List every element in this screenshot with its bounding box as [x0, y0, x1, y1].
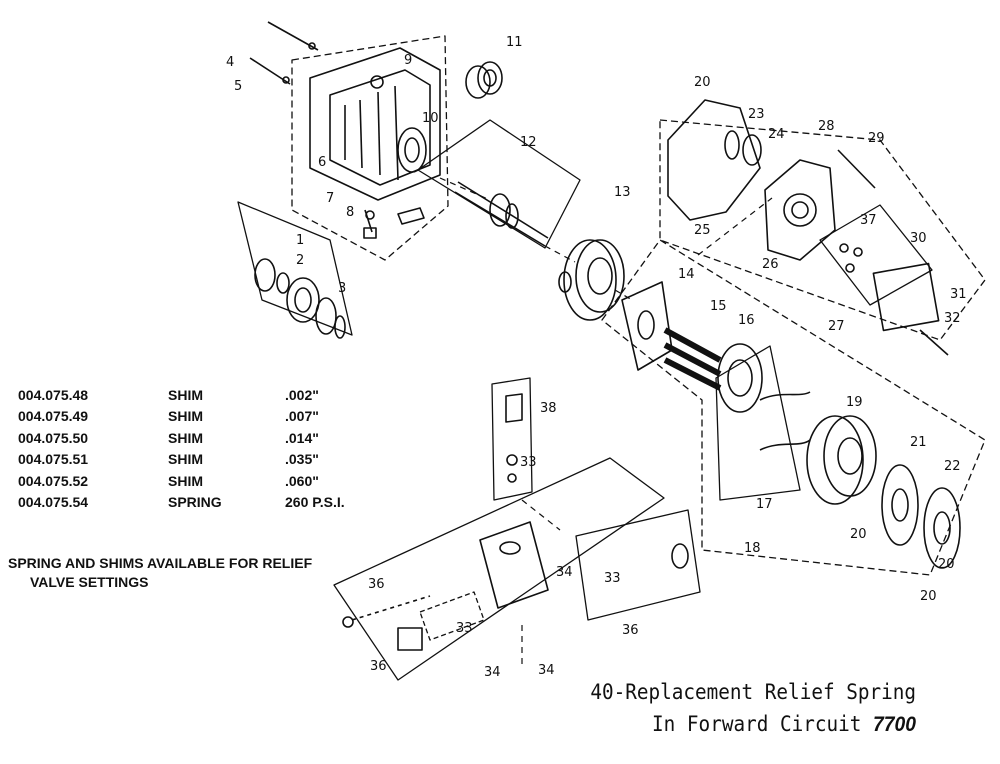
callout-33a: 33	[520, 455, 537, 470]
callout-19: 19	[846, 395, 863, 410]
callout-20b: 20	[850, 527, 867, 542]
part-number: 004.075.51	[18, 451, 89, 468]
callout-36c: 36	[622, 623, 639, 638]
rotating-group	[601, 239, 986, 576]
callout-3: 3	[338, 281, 346, 296]
nut-part-11	[465, 61, 503, 99]
callout-22: 22	[944, 459, 961, 474]
part-spec: .035"	[285, 451, 319, 468]
callout-21: 21	[910, 435, 927, 450]
part-description: SHIM	[168, 429, 203, 446]
callout-2: 2	[296, 253, 304, 268]
callout-24: 24	[768, 127, 785, 142]
caption-line-2-text: In Forward Circuit	[652, 712, 874, 736]
part-description: SHIM	[168, 451, 203, 468]
part-spec: .014"	[285, 429, 319, 446]
end-cover-panel	[659, 99, 986, 356]
part-spec: .007"	[285, 408, 319, 425]
caption-line-2: In Forward Circuit 7700	[590, 708, 916, 741]
callout-11: 11	[506, 35, 523, 50]
callout-6: 6	[318, 155, 326, 170]
table-row: 004.075.54 SPRING 260 P.S.I.	[18, 492, 345, 514]
callout-8: 8	[346, 205, 354, 220]
callout-16: 16	[738, 313, 755, 328]
plate-housing-13	[558, 239, 625, 321]
leader-lines	[439, 177, 773, 668]
callout-5: 5	[234, 79, 242, 94]
callout-18: 18	[744, 541, 761, 556]
part-description: SPRING	[168, 494, 222, 511]
callout-9: 9	[404, 53, 412, 68]
part-spec: .002"	[285, 386, 319, 403]
callout-20d: 20	[938, 557, 955, 572]
callout-29: 29	[868, 131, 885, 146]
part-spec: 260 P.S.I.	[285, 494, 345, 511]
pump-housing	[249, 21, 449, 261]
table-row: 004.075.51 SHIM .035"	[18, 449, 345, 471]
callout-37: 37	[860, 213, 877, 228]
callout-36a: 36	[368, 577, 385, 592]
callout-7: 7	[326, 191, 334, 206]
callout-36b: 36	[370, 659, 387, 674]
availability-note: SPRING AND SHIMS AVAILABLE FOR RELIEF VA…	[8, 554, 398, 592]
part-description: SHIM	[168, 408, 203, 425]
model-number: 7700	[873, 713, 916, 736]
callout-30: 30	[910, 231, 927, 246]
seal-bearing-panel	[237, 201, 353, 339]
part-number: 004.075.48	[18, 386, 89, 403]
table-row: 004.075.50 SHIM .014"	[18, 427, 345, 449]
callout-20a: 20	[694, 75, 711, 90]
callout-33b: 33	[604, 571, 621, 586]
callout-33c: 33	[456, 621, 473, 636]
callout-20c: 20	[920, 589, 937, 604]
caption: 40-Replacement Relief Spring In Forward …	[590, 676, 916, 741]
table-row: 004.075.49 SHIM .007"	[18, 406, 345, 428]
callout-12: 12	[520, 135, 537, 150]
part-number: 004.075.50	[18, 429, 89, 446]
note-line-2: VALVE SETTINGS	[30, 574, 149, 590]
part-number: 004.075.54	[18, 494, 89, 511]
callout-25: 25	[694, 223, 711, 238]
callout-27: 27	[828, 319, 845, 334]
parts-table: 004.075.48 SHIM .002" 004.075.49 SHIM .0…	[18, 384, 345, 513]
table-row: 004.075.48 SHIM .002"	[18, 384, 345, 406]
note-line-1: SPRING AND SHIMS AVAILABLE FOR RELIEF	[8, 555, 313, 571]
part-number: 004.075.52	[18, 472, 89, 489]
callout-34b: 34	[484, 665, 501, 680]
callout-14: 14	[678, 267, 695, 282]
callout-26: 26	[762, 257, 779, 272]
callout-34a: 34	[556, 565, 573, 580]
table-row: 004.075.52 SHIM .060"	[18, 470, 345, 492]
callout-15: 15	[710, 299, 727, 314]
callout-31: 31	[950, 287, 967, 302]
callout-4: 4	[226, 55, 234, 70]
callout-17: 17	[756, 497, 773, 512]
callout-13: 13	[614, 185, 631, 200]
part-spec: .060"	[285, 472, 319, 489]
callout-10: 10	[422, 111, 439, 126]
callout-34c: 34	[538, 663, 555, 678]
callout-38: 38	[540, 401, 557, 416]
callout-32: 32	[944, 311, 961, 326]
callout-labels: 1 2 3 4 5 6 7 8 9 10 11 12 13 14 15 16 1…	[226, 35, 967, 680]
part-description: SHIM	[168, 386, 203, 403]
part-description: SHIM	[168, 472, 203, 489]
relief-valve-assembly	[333, 377, 701, 681]
shaft-panel	[417, 119, 581, 249]
callout-23: 23	[748, 107, 765, 122]
callout-28: 28	[818, 119, 835, 134]
callout-1: 1	[296, 233, 304, 248]
part-number: 004.075.49	[18, 408, 89, 425]
caption-line-1: 40-Replacement Relief Spring	[590, 680, 916, 704]
